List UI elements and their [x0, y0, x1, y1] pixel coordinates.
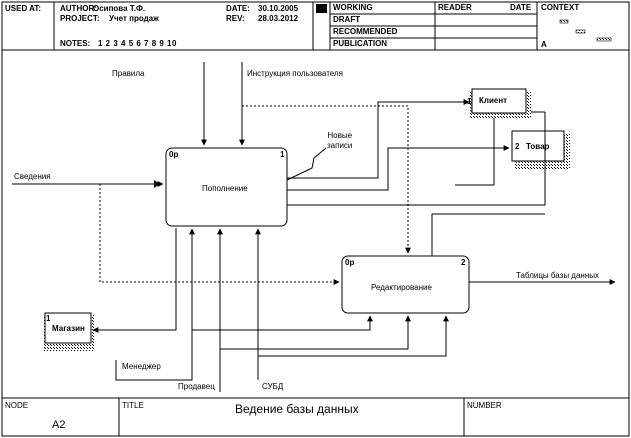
box-edit-corner: 2 — [461, 258, 466, 267]
context-thumb-3 — [596, 37, 612, 42]
box-edit-node: 0р — [345, 258, 355, 267]
number-label: NUMBER — [467, 401, 502, 410]
context-thumb-2 — [575, 29, 586, 34]
title-label: TITLE — [122, 401, 144, 410]
arrow-label-tables: Таблицы базы данных — [516, 271, 599, 280]
tunnel-store-label[interactable]: Магазин — [52, 324, 85, 333]
working-checkbox — [316, 4, 327, 13]
context-thumb-1 — [559, 19, 569, 24]
date-value: 30.10.2005 — [258, 4, 299, 13]
node-value: A2 — [52, 419, 66, 431]
arrow-label-manager: Менеджер — [122, 362, 161, 371]
rev-label: REV: — [226, 14, 245, 23]
arrow-label-new-records: Новые записи — [327, 131, 353, 150]
tunnel-client-label[interactable]: Клиент — [479, 96, 508, 105]
author-label: AUTHOR: — [60, 4, 97, 13]
node-label: NODE — [5, 401, 29, 410]
tunnel-product — [511, 130, 565, 162]
activity-box-fill — [165, 147, 288, 227]
tunnel-store — [44, 312, 92, 344]
notes-label: NOTES: — [60, 39, 91, 48]
tunnel-product-label[interactable]: Товар — [526, 142, 550, 151]
arrow-label-info: Сведения — [14, 172, 51, 181]
box-edit-label[interactable]: Редактирование — [371, 283, 432, 292]
status-recommended: RECOMMENDED — [333, 27, 398, 36]
project-label: PROJECT: — [60, 14, 100, 23]
header-grid — [2, 2, 629, 51]
status-publication: PUBLICATION — [333, 39, 388, 48]
box-fill-label[interactable]: Пополнение — [202, 184, 248, 193]
arrow-label-dbms: СУБД — [262, 382, 284, 391]
project-value: Учет продаж — [109, 14, 159, 23]
arrow-label-seller: Продавец — [178, 382, 215, 391]
date-label: DATE: — [226, 4, 250, 13]
author-value: Осипова Т.Ф. — [93, 4, 146, 13]
box-fill-node: 0р — [169, 150, 179, 159]
tunnel-client — [471, 88, 527, 114]
arrow-label-rules: Правила — [112, 69, 145, 78]
diagram-title: Ведение базы данных — [235, 402, 359, 416]
tunnel-store-num: 1 — [46, 314, 51, 323]
box-fill-corner: 1 — [280, 150, 285, 159]
arrows — [12, 62, 616, 392]
tunnel-client-num: 1 — [467, 97, 472, 106]
status-draft: DRAFT — [333, 15, 361, 24]
notes-list: 1 2 3 4 5 6 7 8 9 10 — [98, 39, 177, 48]
reader-label: READER — [438, 3, 472, 12]
used-at-label: USED AT: — [5, 4, 41, 13]
reader-date-label: DATE — [510, 3, 532, 12]
context-code: A — [541, 40, 547, 49]
rev-value: 28.03.2012 — [258, 14, 299, 23]
status-working: WORKING — [333, 3, 373, 12]
arrow-label-user-manual: Инструкция пользователя — [247, 69, 343, 78]
activity-box-edit — [341, 255, 470, 314]
footer-grid — [2, 397, 629, 436]
tunnel-product-num: 2 — [515, 142, 520, 151]
context-label: CONTEXT — [541, 3, 580, 12]
